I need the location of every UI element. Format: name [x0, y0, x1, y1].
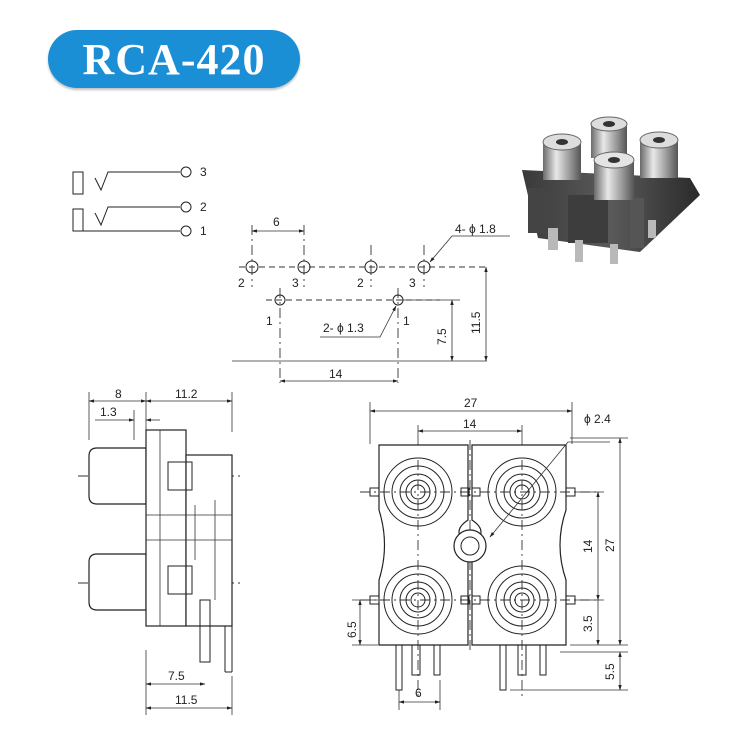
- pcb-footprint: 6 4- ϕ 1.8 2- ϕ 1.3 2 3 2 3 1 1 14 7.5 1…: [232, 215, 510, 383]
- footprint-height-large: 11.5: [469, 311, 483, 334]
- front-pin-offset-label: 3.5: [581, 615, 595, 632]
- pin-label: 2: [238, 276, 245, 290]
- front-height-label: 27: [603, 538, 617, 552]
- schematic-pin-3: 3: [200, 165, 207, 179]
- front-pin-pitch-label: 6: [415, 686, 422, 700]
- pin-2-circle: [180, 201, 192, 213]
- product-title: RCA-420: [82, 34, 266, 84]
- schematic-symbol: 3 2 1: [72, 165, 207, 238]
- side-pin: [199, 599, 211, 663]
- pin-label: 3: [409, 276, 416, 290]
- front-pin-len-label: 5.5: [603, 663, 617, 680]
- pin-3-circle: [180, 166, 192, 178]
- footprint-hole: [245, 260, 259, 274]
- rca-socket: [487, 457, 557, 527]
- hole-spec-bottom: 2- ϕ 1.3: [323, 321, 364, 335]
- hole-spec-top: 4- ϕ 1.8: [455, 222, 496, 236]
- title-badge: RCA-420: [48, 30, 300, 88]
- rca-socket: [383, 457, 453, 527]
- footprint-height-small: 7.5: [435, 328, 449, 345]
- front-pin: [539, 644, 547, 676]
- front-body-left: [378, 444, 469, 646]
- front-pin: [499, 644, 507, 691]
- pin-1-circle: [180, 225, 192, 237]
- side-jack-bottom: [88, 553, 147, 611]
- footprint-hole: [417, 260, 431, 274]
- pin-label: 1: [403, 314, 410, 328]
- rca-socket: [383, 565, 453, 635]
- front-pitch-v-label: 14: [581, 539, 595, 553]
- side-dim-flange: 1.3: [100, 405, 117, 419]
- pin-label: 1: [266, 314, 273, 328]
- front-pin: [517, 644, 527, 676]
- front-view: 27 14 ϕ: [345, 396, 628, 710]
- front-inner-width-label: 14: [463, 417, 477, 431]
- footprint-pitch-label: 6: [273, 215, 280, 229]
- side-dim-base: 11.5: [175, 693, 198, 707]
- front-pin: [411, 644, 421, 676]
- center-hole: [453, 529, 487, 563]
- side-dim-depth: 8: [115, 387, 122, 401]
- front-width-label: 27: [464, 396, 478, 410]
- schematic-pin-2: 2: [200, 200, 207, 214]
- schematic-contact-bottom: [72, 208, 84, 232]
- pin-label: 2: [357, 276, 364, 290]
- schematic-pin-1: 1: [200, 224, 207, 238]
- side-dim-pin: 7.5: [168, 669, 185, 683]
- front-left-offset-label: 6.5: [345, 621, 359, 638]
- schematic-contact-top: [72, 171, 84, 195]
- pin-label: 3: [292, 276, 299, 290]
- footprint-width-label: 14: [329, 367, 343, 381]
- footprint-hole: [364, 260, 378, 274]
- footprint-hole-small: [274, 294, 286, 306]
- front-pin: [395, 644, 403, 691]
- rca-jack-product-photo: [522, 116, 700, 264]
- center-hole-spec: ϕ 2.4: [584, 412, 611, 426]
- front-pin: [433, 644, 441, 676]
- front-body-right: [471, 444, 567, 646]
- side-jack-top: [88, 447, 147, 505]
- side-dim-body: 11.2: [175, 387, 198, 401]
- footprint-hole: [297, 260, 311, 274]
- rca-socket: [487, 565, 557, 635]
- side-view: 8 11.2 1.3 7.5 11.5: [78, 387, 240, 715]
